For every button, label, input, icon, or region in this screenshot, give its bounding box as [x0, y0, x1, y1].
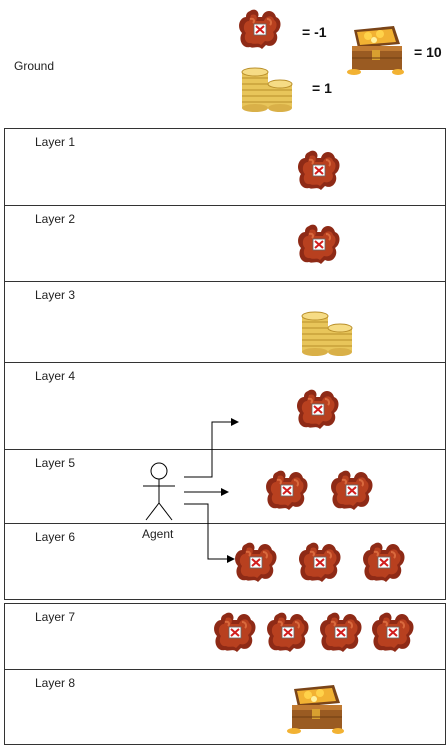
layer-8-label: Layer 8	[35, 676, 76, 690]
layer-4: Layer 4	[4, 362, 446, 450]
layer-6-label: Layer 6	[35, 530, 76, 544]
layer-8: Layer 8	[4, 669, 446, 745]
legend-treasure-value: = 10	[414, 44, 442, 60]
arrow-down-to-layer-6	[184, 503, 235, 563]
agent-label: Agent	[142, 527, 174, 541]
layer-5-label: Layer 5	[35, 456, 76, 470]
legend-coin-value: = 1	[312, 80, 332, 96]
layer-2-label: Layer 2	[35, 212, 76, 226]
layer-3: Layer 3	[4, 281, 446, 363]
layer-1-label: Layer 1	[35, 135, 76, 149]
layer-4-label: Layer 4	[35, 369, 76, 383]
legend-obstacle-value: = -1	[302, 24, 327, 40]
layer-1: Layer 1	[4, 128, 446, 206]
layer-3-label: Layer 3	[35, 288, 76, 302]
arrow-up-to-layer-4	[184, 418, 239, 478]
ground-label: Ground	[14, 59, 55, 73]
agent-figure	[143, 462, 175, 521]
layer-7-label: Layer 7	[35, 610, 76, 624]
